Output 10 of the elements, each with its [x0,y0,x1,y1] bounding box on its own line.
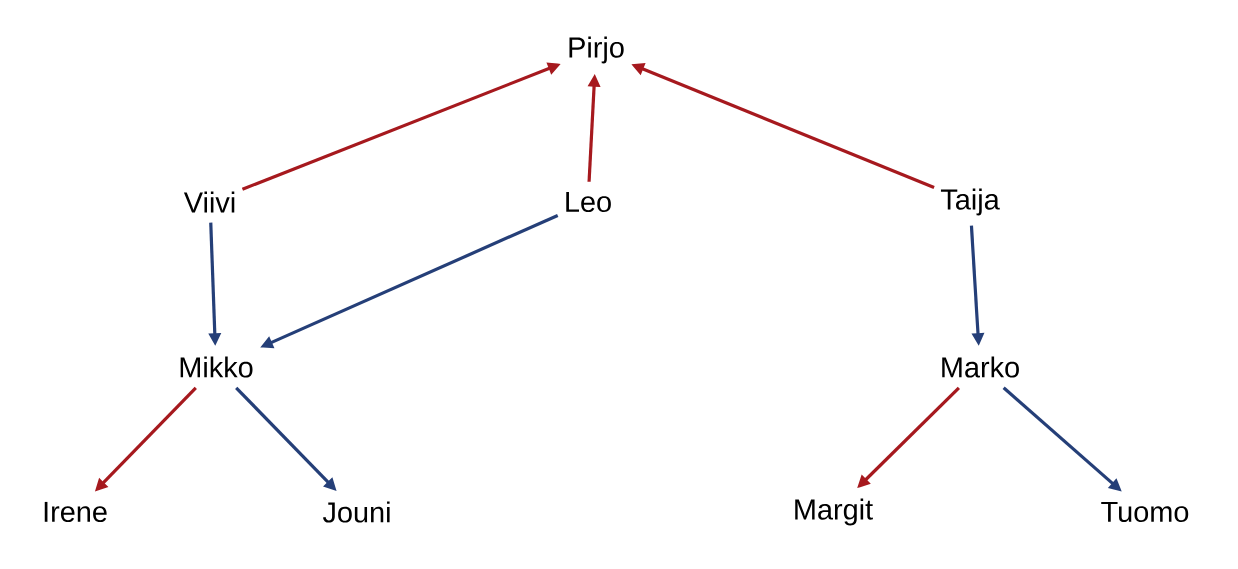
name-label: Irene [44,501,107,523]
name-label: Tuomo [1101,501,1189,523]
name-label: Margit [795,498,873,526]
name-label: Mikko [180,356,253,378]
name-label: Leo [566,191,611,213]
name-label: Jouni [322,501,390,523]
name-label: Viivi [183,191,235,213]
name-label: Taija [940,188,1000,216]
name-label: Pirjo [569,36,624,64]
name-label: Marko [942,356,1019,378]
